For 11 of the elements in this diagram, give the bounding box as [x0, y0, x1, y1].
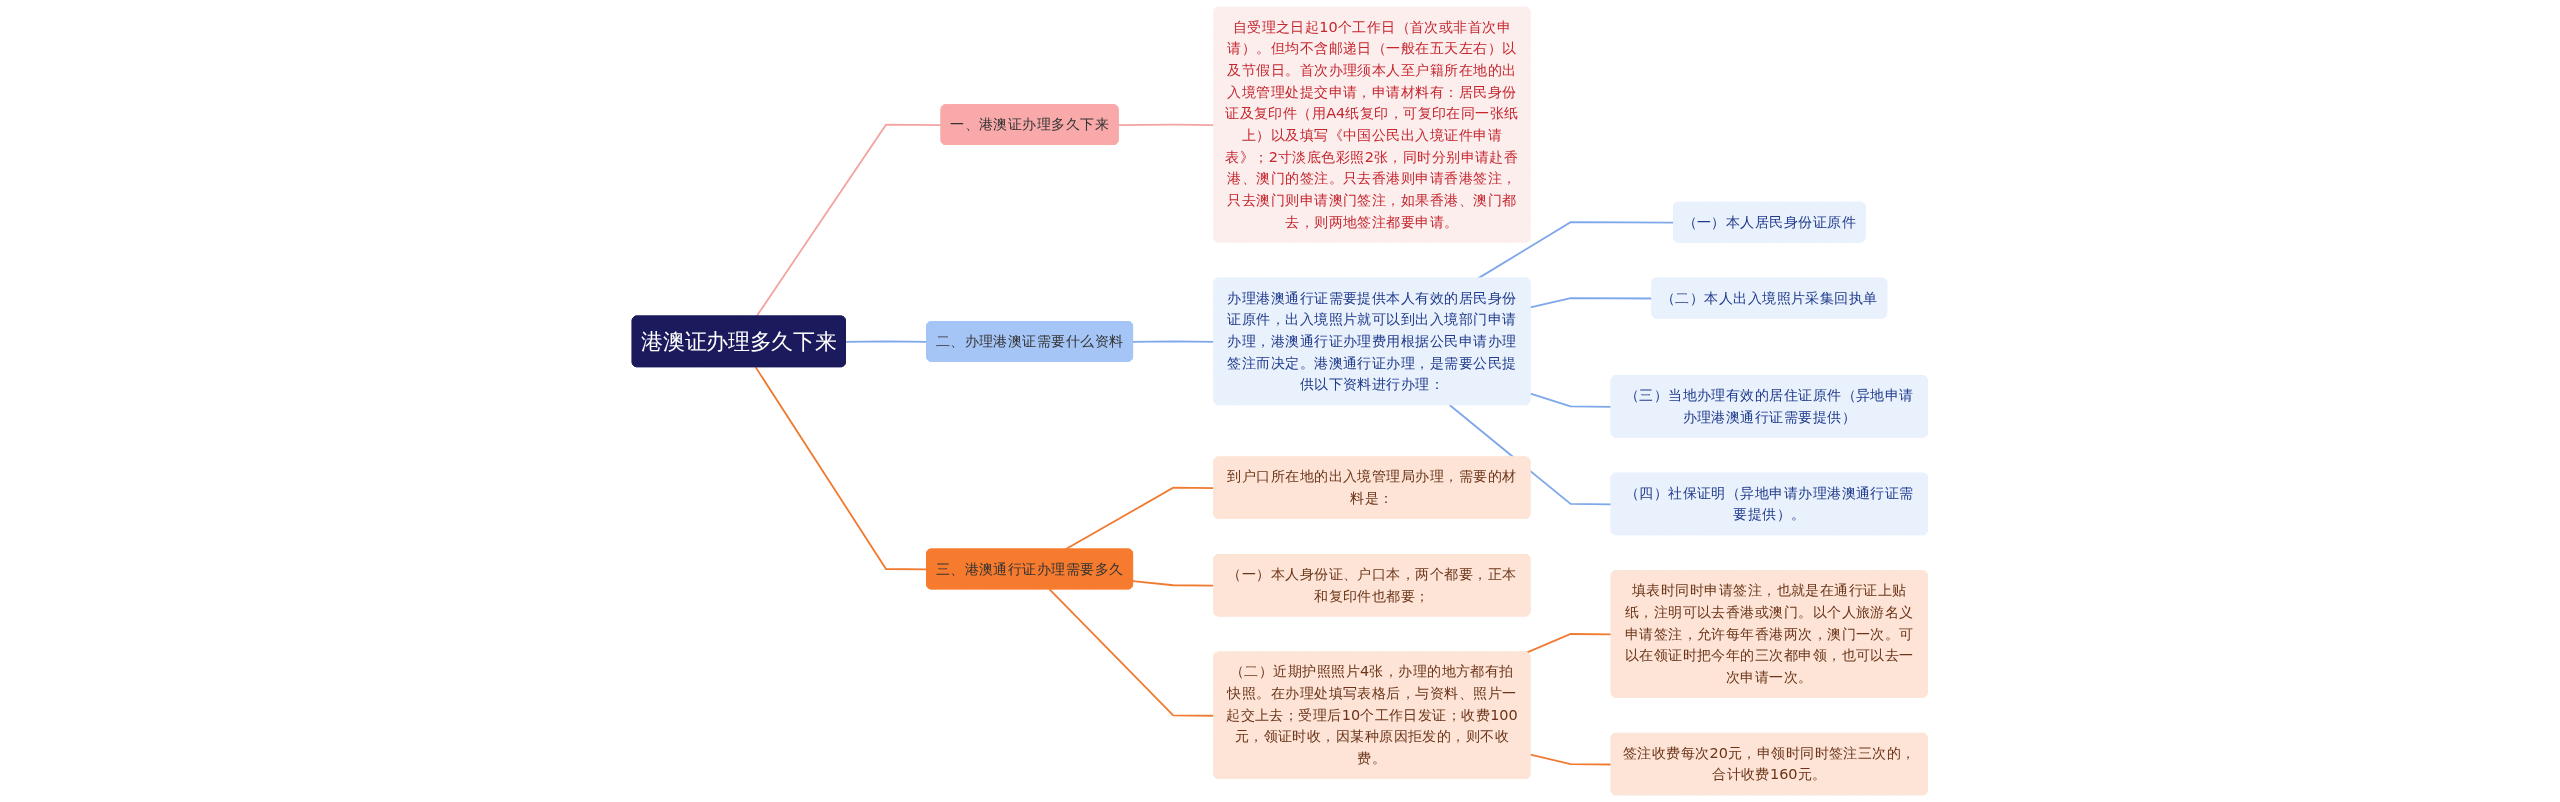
connector [1529, 297, 1654, 309]
connector [1117, 123, 1216, 126]
connector [1529, 392, 1613, 408]
connector [1448, 404, 1613, 506]
connector [1132, 580, 1216, 587]
connector [1064, 486, 1216, 551]
connector [1132, 340, 1216, 343]
connector [1529, 753, 1613, 766]
connector [755, 123, 943, 318]
connector [1048, 588, 1216, 717]
connector [1526, 633, 1613, 654]
